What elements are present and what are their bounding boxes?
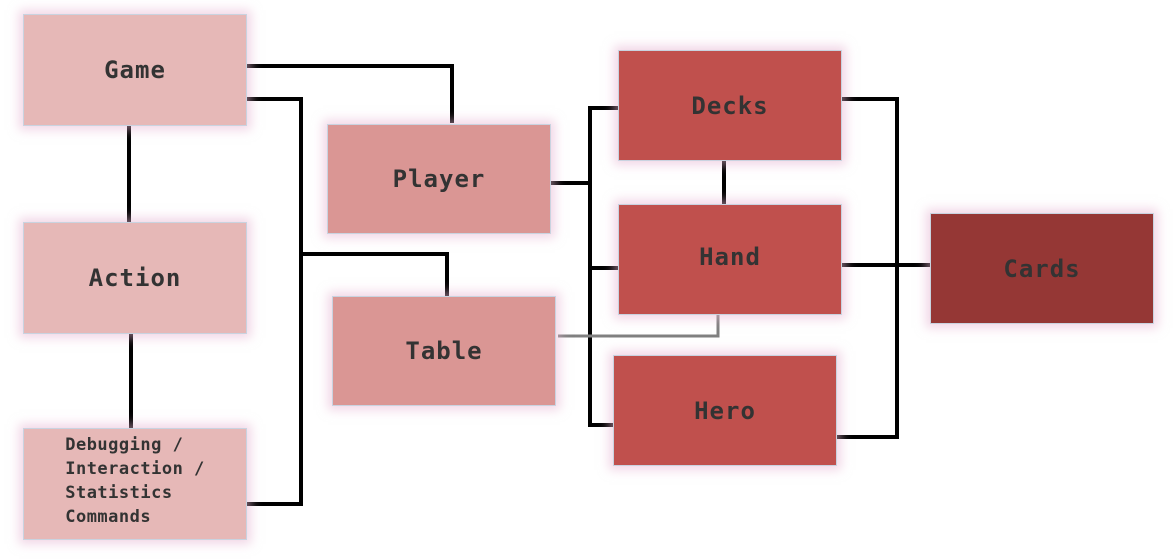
connector-game-bus [247,97,303,506]
node-table-label: Table [405,337,483,365]
node-game[interactable]: Game [23,14,247,126]
node-hero[interactable]: Hero [613,355,837,466]
node-cards[interactable]: Cards [930,213,1154,324]
node-action-label: Action [88,264,182,292]
node-decks-label: Decks [691,91,769,120]
node-debugging-commands[interactable]: Debugging / Interaction / Statistics Com… [23,428,247,540]
connector-table-hand [558,315,720,338]
connector-game-player [247,64,454,123]
node-table[interactable]: Table [332,296,556,406]
node-game-label: Game [104,56,166,84]
node-hand-label: Hand [699,242,761,271]
node-debugging-commands-label: Debugging / Interaction / Statistics Com… [65,435,205,527]
node-cards-label: Cards [1003,254,1081,283]
node-player-label: Player [392,165,486,193]
node-player[interactable]: Player [327,124,551,234]
node-decks[interactable]: Decks [618,50,842,161]
connector-bus-right [837,97,899,439]
node-hand[interactable]: Hand [618,204,842,315]
node-hero-label: Hero [694,396,756,425]
connector-bus-table [301,252,449,296]
node-action[interactable]: Action [23,222,247,334]
